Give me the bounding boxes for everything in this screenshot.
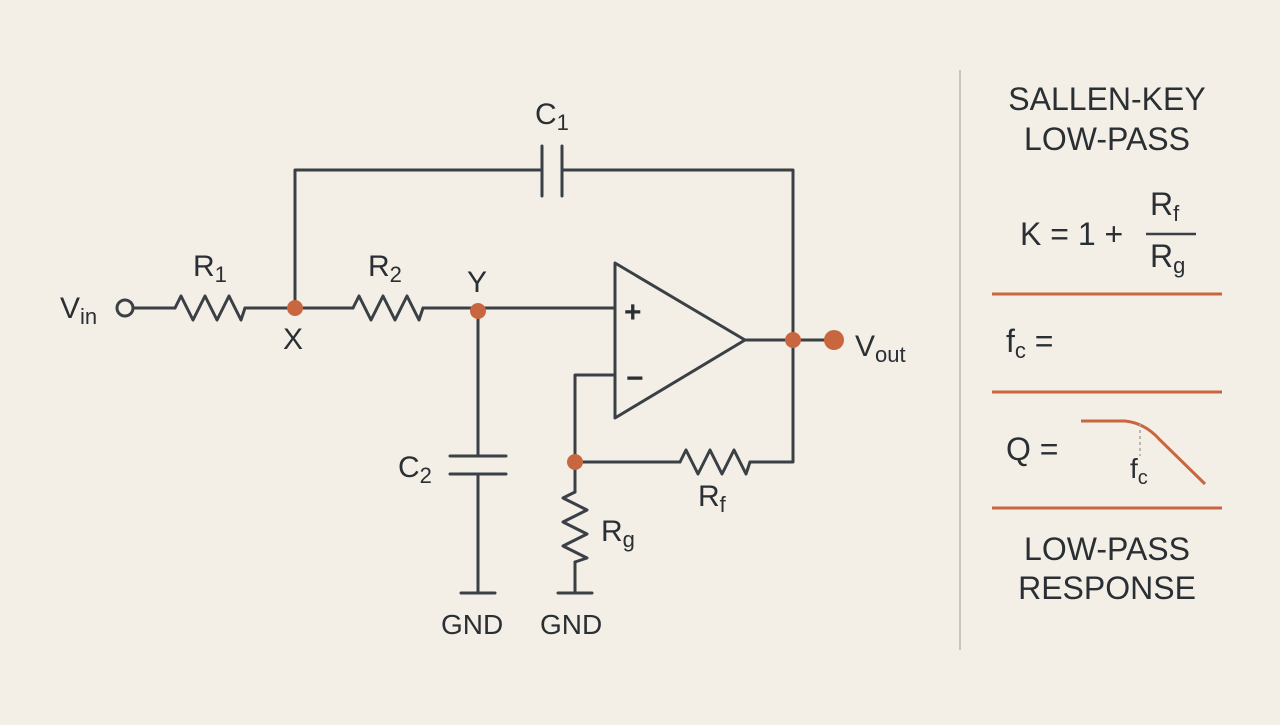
lowpass-response-curve <box>1081 419 1207 486</box>
vin-label: Vin <box>60 292 97 329</box>
node-output-dot <box>785 332 801 348</box>
wire-minus-node <box>573 373 617 464</box>
c2-label: C2 <box>398 451 432 488</box>
r1-label: R1 <box>193 250 227 287</box>
resistor-r1 <box>173 294 247 322</box>
panel-title-line1: SALLEN-KEY <box>1008 81 1205 117</box>
resistor-rf <box>678 448 752 476</box>
panel-title-line2: LOW-PASS <box>1024 121 1190 157</box>
vout-terminal <box>824 330 844 350</box>
gnd-right-label: GND <box>540 609 602 640</box>
wires <box>131 168 835 595</box>
rf-label: Rf <box>698 480 727 517</box>
resistor-r2 <box>351 294 425 322</box>
node-feedback-dot <box>567 454 583 470</box>
wire-rf-out <box>748 338 795 464</box>
gain-denominator: Rg <box>1150 238 1185 278</box>
wire-c1-out <box>561 168 795 342</box>
opamp-plus-label: + <box>624 296 642 329</box>
vin-terminal <box>115 298 135 318</box>
response-label-line2: RESPONSE <box>1018 570 1196 606</box>
r2-label: R2 <box>368 250 402 287</box>
opamp-minus-label: − <box>626 362 644 395</box>
fc-formula-label: fc = <box>1006 323 1053 363</box>
gain-formula-lhs: K = 1 + <box>1020 216 1123 252</box>
gain-numerator: Rf <box>1150 186 1180 226</box>
q-formula-label: Q = <box>1006 431 1058 467</box>
node-y-dot <box>470 303 486 319</box>
node-x-label: X <box>283 323 303 356</box>
capacitor-c2 <box>448 454 508 476</box>
opamp-triangle <box>613 261 747 420</box>
rg-label: Rg <box>601 515 635 552</box>
capacitor-c1 <box>540 144 564 198</box>
wire-x-c1 <box>293 168 542 310</box>
response-label-line1: LOW-PASS <box>1024 531 1190 567</box>
node-y-label: Y <box>467 266 487 299</box>
node-x-dot <box>287 300 303 316</box>
c1-label: C1 <box>535 98 569 135</box>
vout-label: Vout <box>855 330 906 367</box>
resistor-rg <box>561 490 589 564</box>
gnd-left-label: GND <box>441 609 503 640</box>
curve-fc-label: fc <box>1130 453 1148 489</box>
